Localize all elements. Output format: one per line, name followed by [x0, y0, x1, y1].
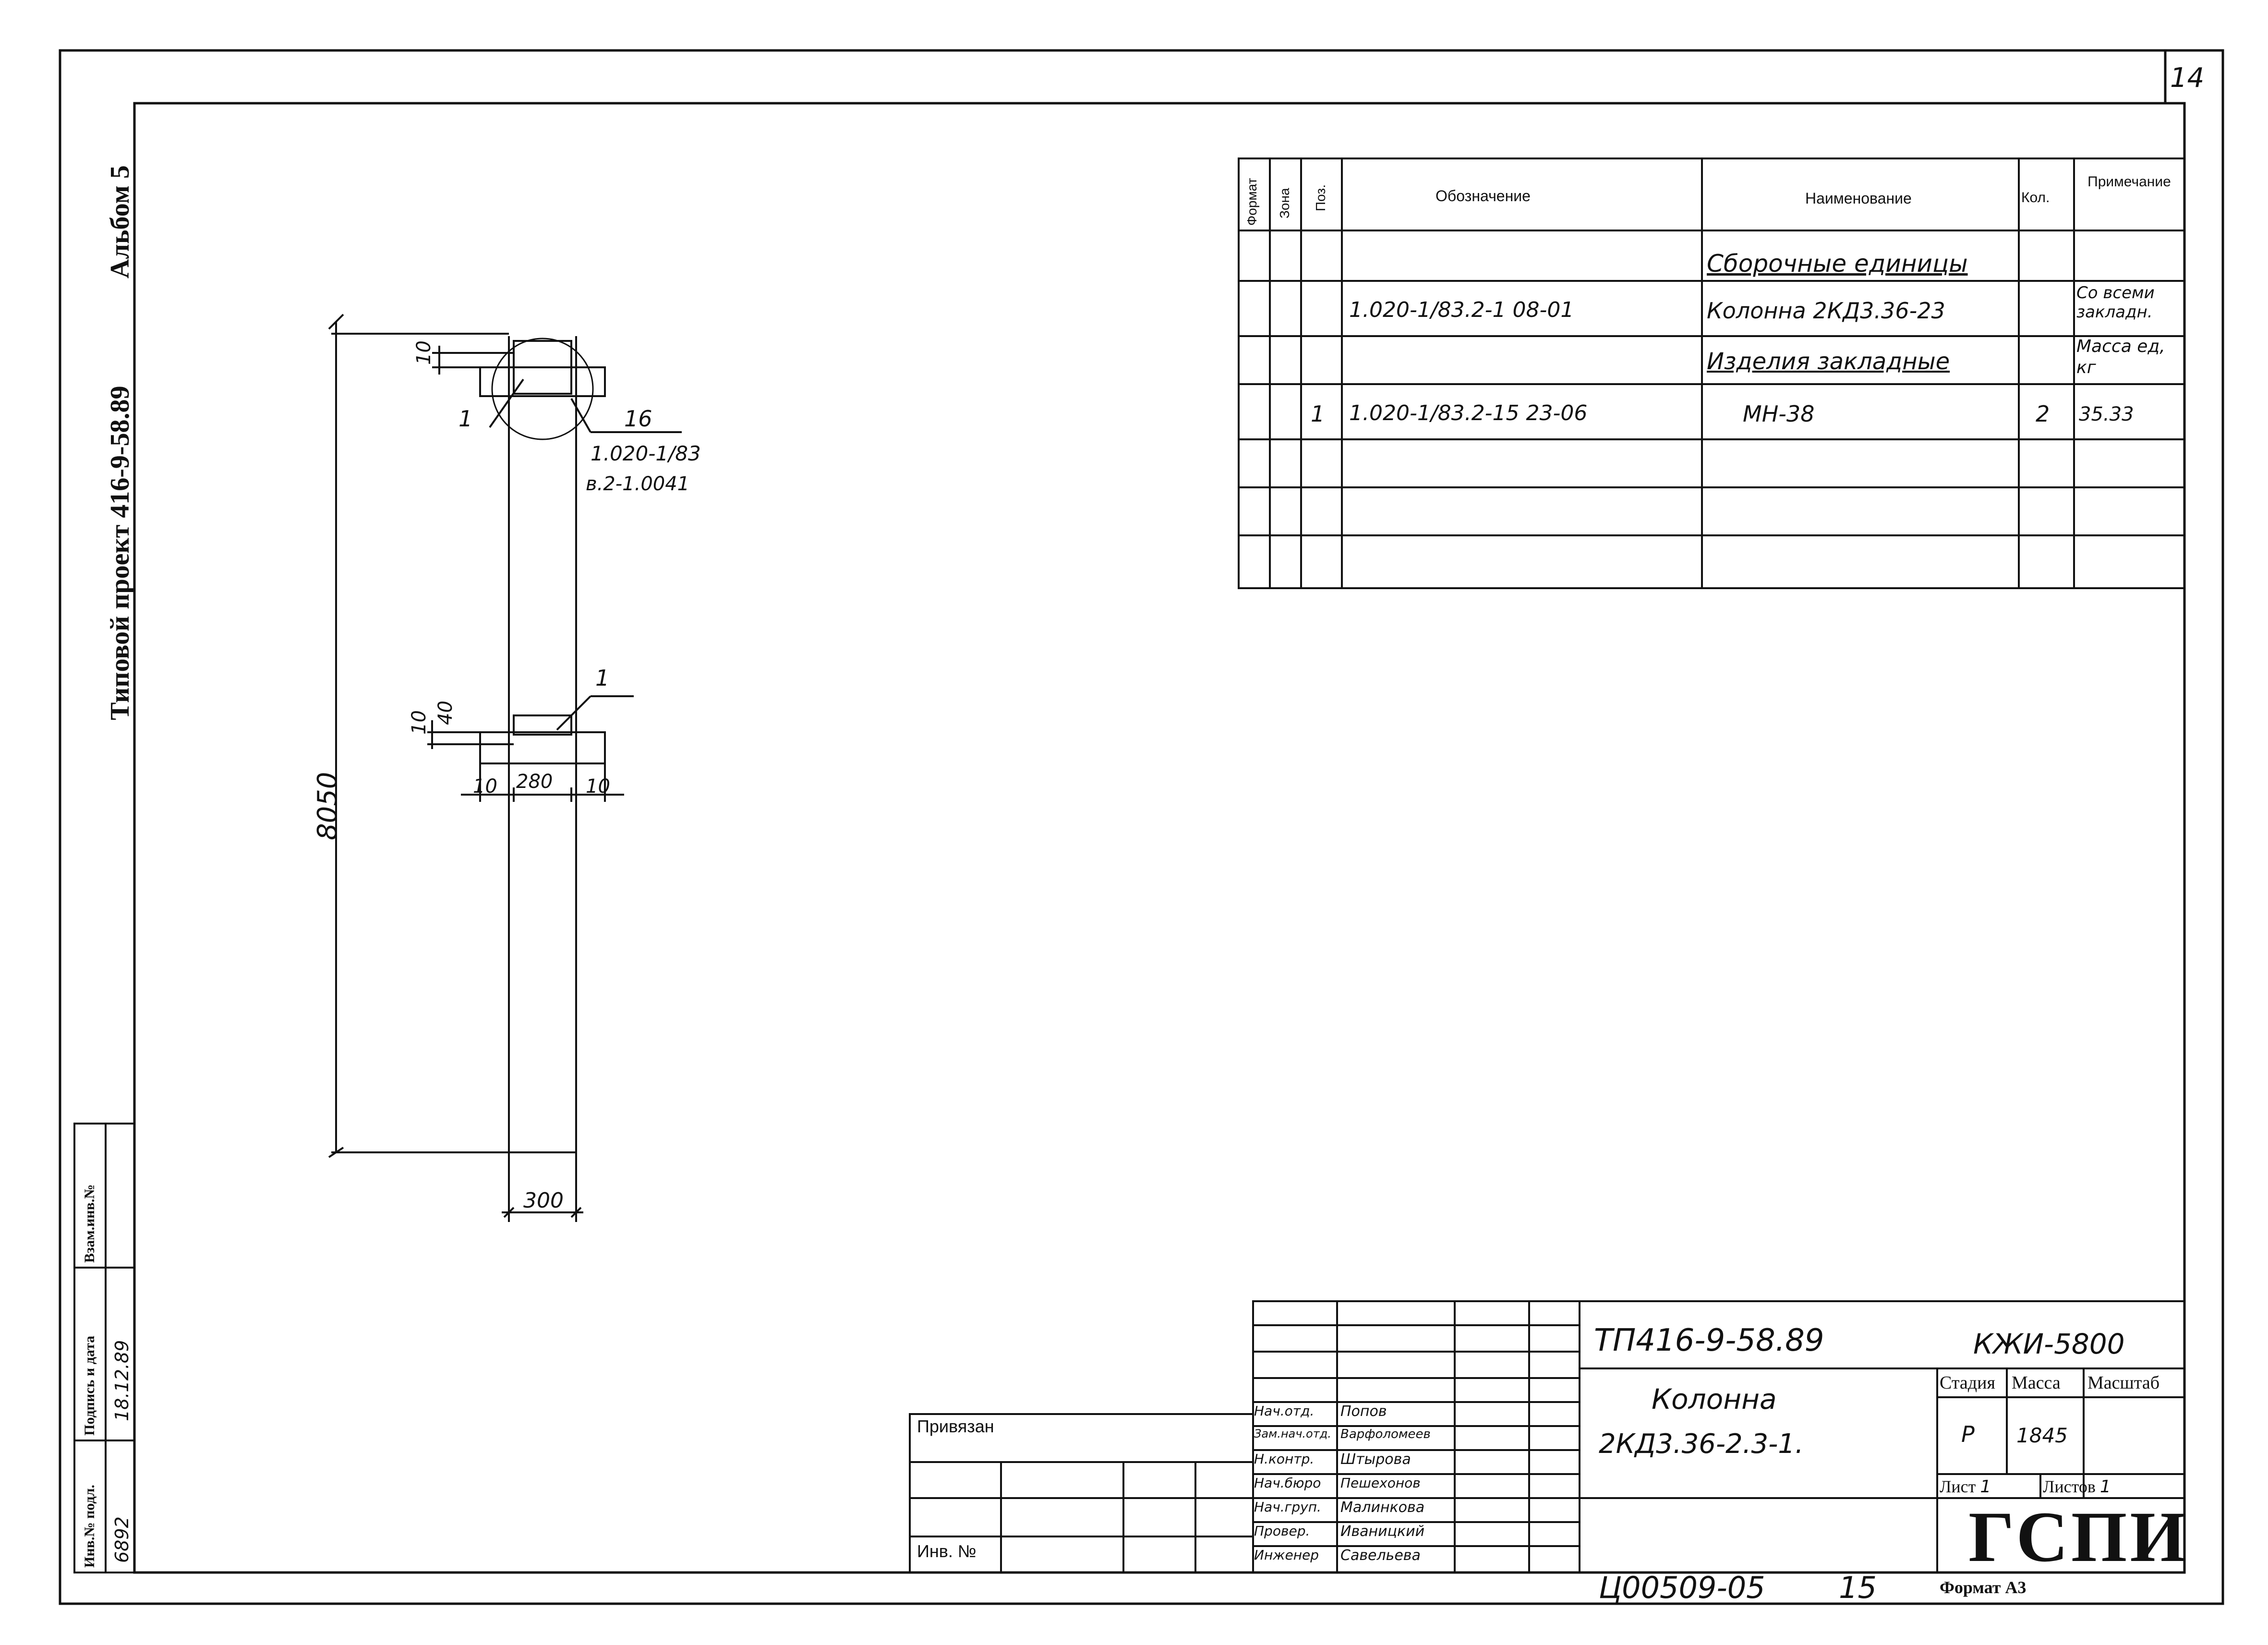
person-role: Нач.отд. — [1254, 1403, 1315, 1419]
person-role: Нач.груп. — [1254, 1499, 1321, 1515]
mass-label: Масса — [2012, 1373, 2061, 1393]
org-logo: ГСПИ — [1968, 1497, 2189, 1577]
person-name: Попов — [1340, 1403, 1387, 1420]
callout-ref-2: в.2-1.0041 — [586, 473, 690, 495]
spec-header-designation: Обозначение — [1436, 187, 1531, 205]
column-drawing — [328, 314, 682, 1222]
project-code: ТП416-9-58.89 — [1594, 1323, 1824, 1358]
side-project-title: Типовой проект 416-9-58.89 — [105, 386, 135, 720]
callout-16: 16 — [624, 406, 652, 432]
mass-value: 1845 — [2016, 1424, 2068, 1447]
spec-row-name: Сборочные единицы — [1707, 250, 1968, 278]
person-name: Пешехонов — [1340, 1475, 1421, 1491]
dim-mid-10: 10 — [408, 710, 430, 735]
stamp-signature-value: 18.12.89 — [111, 1340, 133, 1421]
drawing-title-line1: Колонна — [1652, 1383, 1777, 1415]
spec-header-zone: Зона — [1277, 188, 1292, 218]
spec-header-note: Примечание — [2087, 174, 2171, 190]
callout-pos-mid: 1 — [595, 665, 610, 691]
spec-row-name: Изделия закладные — [1707, 348, 1950, 375]
spec-row-qty: 2 — [2036, 401, 2050, 427]
spec-header-format: Формат — [1244, 178, 1259, 226]
spec-row-designation: 1.020-1/83.2-1 08-01 — [1349, 298, 1574, 322]
stamp-inv-podl-label: Инв.№ подл. — [82, 1485, 97, 1568]
person-name: Штырова — [1340, 1451, 1411, 1468]
privyazan-inv-label: Инв. № — [917, 1541, 977, 1561]
dim-top-10: 10 — [413, 340, 435, 365]
person-role: Инженер — [1254, 1547, 1319, 1563]
spec-row-name: МН-38 — [1743, 401, 1815, 427]
spec-header-pos: Поз. — [1313, 184, 1328, 211]
callout-pos-top: 1 — [458, 406, 473, 432]
sheet-value: 1 — [1980, 1477, 1991, 1497]
person-name: Варфоломеев — [1340, 1427, 1431, 1441]
person-role: Н.контр. — [1254, 1451, 1315, 1467]
dim-width: 300 — [523, 1188, 564, 1213]
scale-label: Масштаб — [2087, 1373, 2160, 1393]
dim-280: 280 — [516, 771, 553, 793]
person-role: Провер. — [1254, 1523, 1310, 1539]
side-album-title: Альбом 5 — [105, 165, 135, 278]
person-name: Малинкова — [1340, 1499, 1425, 1516]
outer-frame — [59, 49, 2224, 1605]
bottom-note: Ц00509-05 — [1599, 1570, 1765, 1605]
person-name: Иваницкий — [1340, 1523, 1425, 1540]
sheets-label: Листов — [2043, 1477, 2096, 1496]
spec-row-name: Колонна 2КД3.36-23 — [1707, 298, 1945, 324]
person-role: Зам.нач.отд. — [1254, 1427, 1331, 1440]
dim-mid-40: 40 — [434, 701, 457, 725]
inner-frame — [133, 102, 2186, 1574]
page-number: 14 — [2170, 62, 2205, 94]
privyazan-grid — [909, 1413, 1254, 1573]
sheets-value: 1 — [2099, 1477, 2111, 1497]
spec-row-note: Со всеми закладн. — [2076, 283, 2155, 322]
dim-left-10: 10 — [473, 775, 497, 798]
sheet-code: КЖИ-5800 — [1973, 1328, 2125, 1360]
sheets-field: Листов 1 — [2043, 1476, 2111, 1497]
dim-total-height: 8050 — [312, 772, 343, 840]
stamp-signature-label: Подпись и дата — [82, 1335, 97, 1436]
privyazan-label: Привязан — [917, 1416, 994, 1436]
spec-row-note: 35.33 — [2079, 403, 2134, 425]
bottom-note-num: 15 — [1839, 1570, 1877, 1605]
spec-header-qty: Кол. — [2021, 190, 2050, 206]
stamp-vzam-label: Взам.инв.№ — [82, 1184, 97, 1263]
spec-row-note: Масса ед, кг — [2076, 337, 2165, 377]
title-block-grid — [1252, 1300, 2185, 1573]
left-stamp-grid — [73, 1123, 135, 1573]
stage-value: Р — [1961, 1421, 1975, 1447]
person-name: Савельева — [1340, 1547, 1421, 1564]
spec-header-name: Наименование — [1805, 190, 1912, 207]
person-role: Нач.бюро — [1254, 1475, 1321, 1491]
spec-row-pos: 1 — [1311, 401, 1325, 427]
dim-right-10: 10 — [586, 775, 610, 798]
spec-table-grid — [1238, 157, 2185, 589]
sheet-field: Лист 1 — [1940, 1476, 1991, 1497]
stamp-inv-podl-value: 6892 — [111, 1516, 133, 1563]
spec-row-designation: 1.020-1/83.2-15 23-06 — [1349, 401, 1588, 425]
stage-label: Стадия — [1940, 1373, 1995, 1393]
drawing-title-line2: 2КД3.36-2.3-1. — [1599, 1428, 1804, 1460]
sheet-label: Лист — [1940, 1477, 1976, 1496]
format-label: Формат А3 — [1940, 1578, 2027, 1597]
callout-ref-1: 1.020-1/83 — [591, 442, 701, 465]
